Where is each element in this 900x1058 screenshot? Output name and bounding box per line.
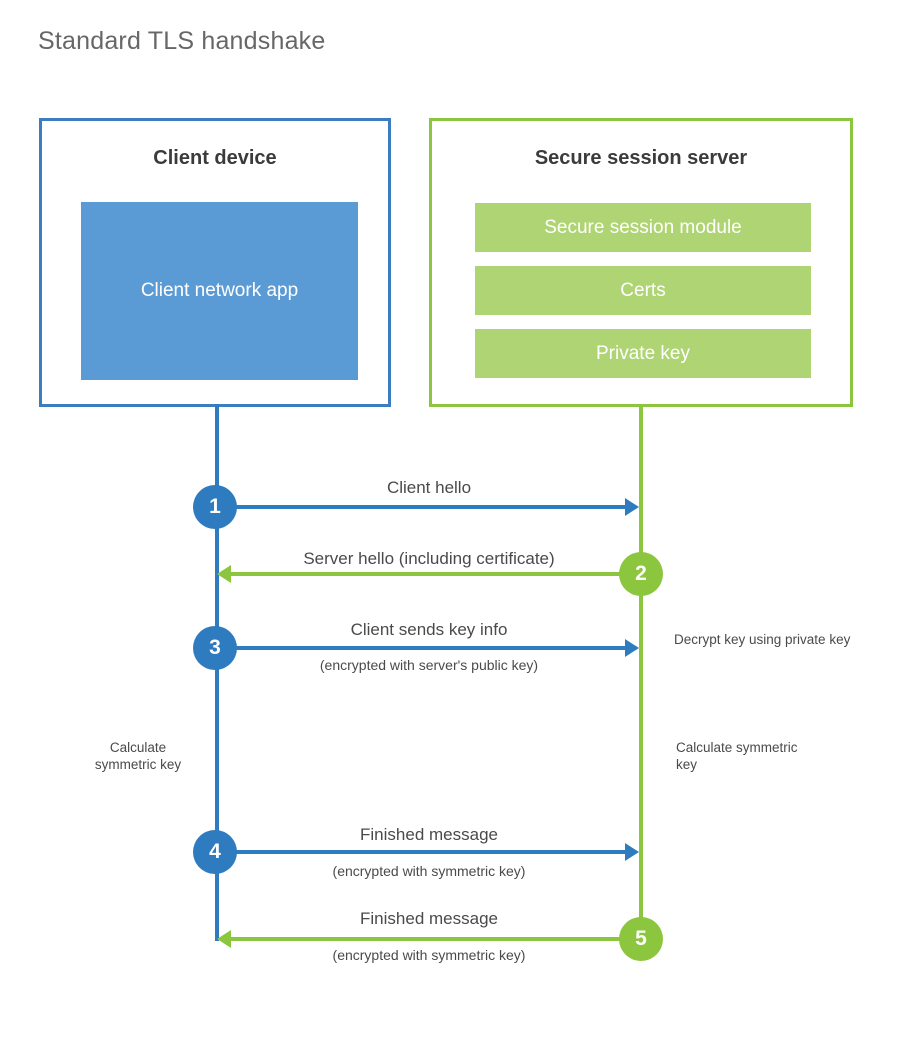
step-3-sublabel: (encrypted with server's public key)	[319, 657, 539, 673]
step-1-arrow-line	[217, 505, 625, 509]
step-4-arrow-line	[217, 850, 625, 854]
annotation-server-calculate-symmetric-key: Calculate symmetric key	[676, 740, 798, 772]
step-3-arrow-line	[217, 646, 625, 650]
step-marker-3[interactable]: 3	[193, 626, 237, 670]
server-component-private-key: Private key	[475, 329, 811, 378]
annotation-client-calculate-symmetric-key: Calculate symmetric key	[94, 740, 182, 772]
step-marker-2[interactable]: 2	[619, 552, 663, 596]
page-title: Standard TLS handshake	[38, 27, 326, 55]
secure-session-server-title: Secure session server	[534, 147, 748, 169]
client-network-app-block: Client network app	[81, 202, 358, 380]
step-3-label: Client sends key info	[350, 620, 508, 639]
step-5-sublabel: (encrypted with symmetric key)	[332, 947, 526, 963]
server-component-certs: Certs	[475, 266, 811, 315]
step-marker-5[interactable]: 5	[619, 917, 663, 961]
annotation-decrypt-key: Decrypt key using private key	[674, 632, 851, 647]
client-device-box: Client device Client network app	[39, 118, 391, 407]
step-2-arrow-line	[231, 572, 641, 576]
step-marker-4[interactable]: 4	[193, 830, 237, 874]
step-marker-1[interactable]: 1	[193, 485, 237, 529]
server-lifeline	[639, 404, 643, 941]
step-2-label: Server hello (including certificate)	[303, 549, 555, 568]
step-4-label: Finished message	[360, 825, 498, 844]
client-lifeline	[215, 404, 219, 941]
client-device-title: Client device	[153, 147, 277, 169]
secure-session-server-box: Secure session server Secure session mod…	[429, 118, 853, 407]
step-2-arrow-head	[217, 565, 231, 583]
step-5-arrow-line	[231, 937, 641, 941]
step-4-arrow-head	[625, 843, 639, 861]
step-4-sublabel: (encrypted with symmetric key)	[332, 863, 526, 879]
step-5-label: Finished message	[360, 909, 498, 928]
server-component-secure-session-module: Secure session module	[475, 203, 811, 252]
step-3-arrow-head	[625, 639, 639, 657]
step-1-arrow-head	[625, 498, 639, 516]
step-5-arrow-head	[217, 930, 231, 948]
step-1-label: Client hello	[386, 478, 472, 497]
